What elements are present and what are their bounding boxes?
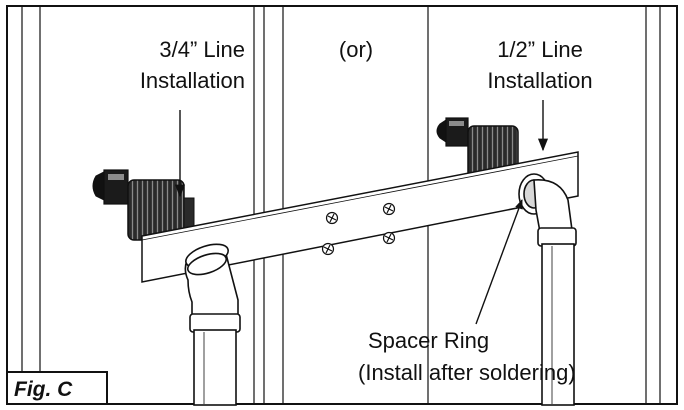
screw-icon xyxy=(382,231,396,245)
screw-heads xyxy=(321,202,396,256)
left-elbow-pipe xyxy=(184,243,241,406)
spacer-label-line1: Spacer Ring xyxy=(368,328,489,353)
figure-label: Fig. C xyxy=(14,378,73,401)
wall-framing xyxy=(21,7,661,403)
right-label-line1: 1/2” Line xyxy=(497,37,583,62)
callout-arrows xyxy=(174,100,549,325)
screw-icon xyxy=(321,242,335,256)
left-fitting xyxy=(92,169,195,241)
mounting-plate xyxy=(141,151,579,283)
spacer-ring-leader xyxy=(475,199,523,325)
right-elbow-pipe xyxy=(518,173,577,406)
left-label-line1: 3/4” Line xyxy=(159,37,245,62)
figure-border xyxy=(6,5,678,405)
screw-icon xyxy=(325,211,339,225)
left-label-line2: Installation xyxy=(140,68,245,93)
right-label-line2: Installation xyxy=(487,68,592,93)
spacer-label-line2: (Install after soldering) xyxy=(358,360,576,385)
screw-icon xyxy=(382,202,396,216)
middle-label: (or) xyxy=(339,37,373,62)
figure-tag: Fig. C xyxy=(6,371,108,405)
